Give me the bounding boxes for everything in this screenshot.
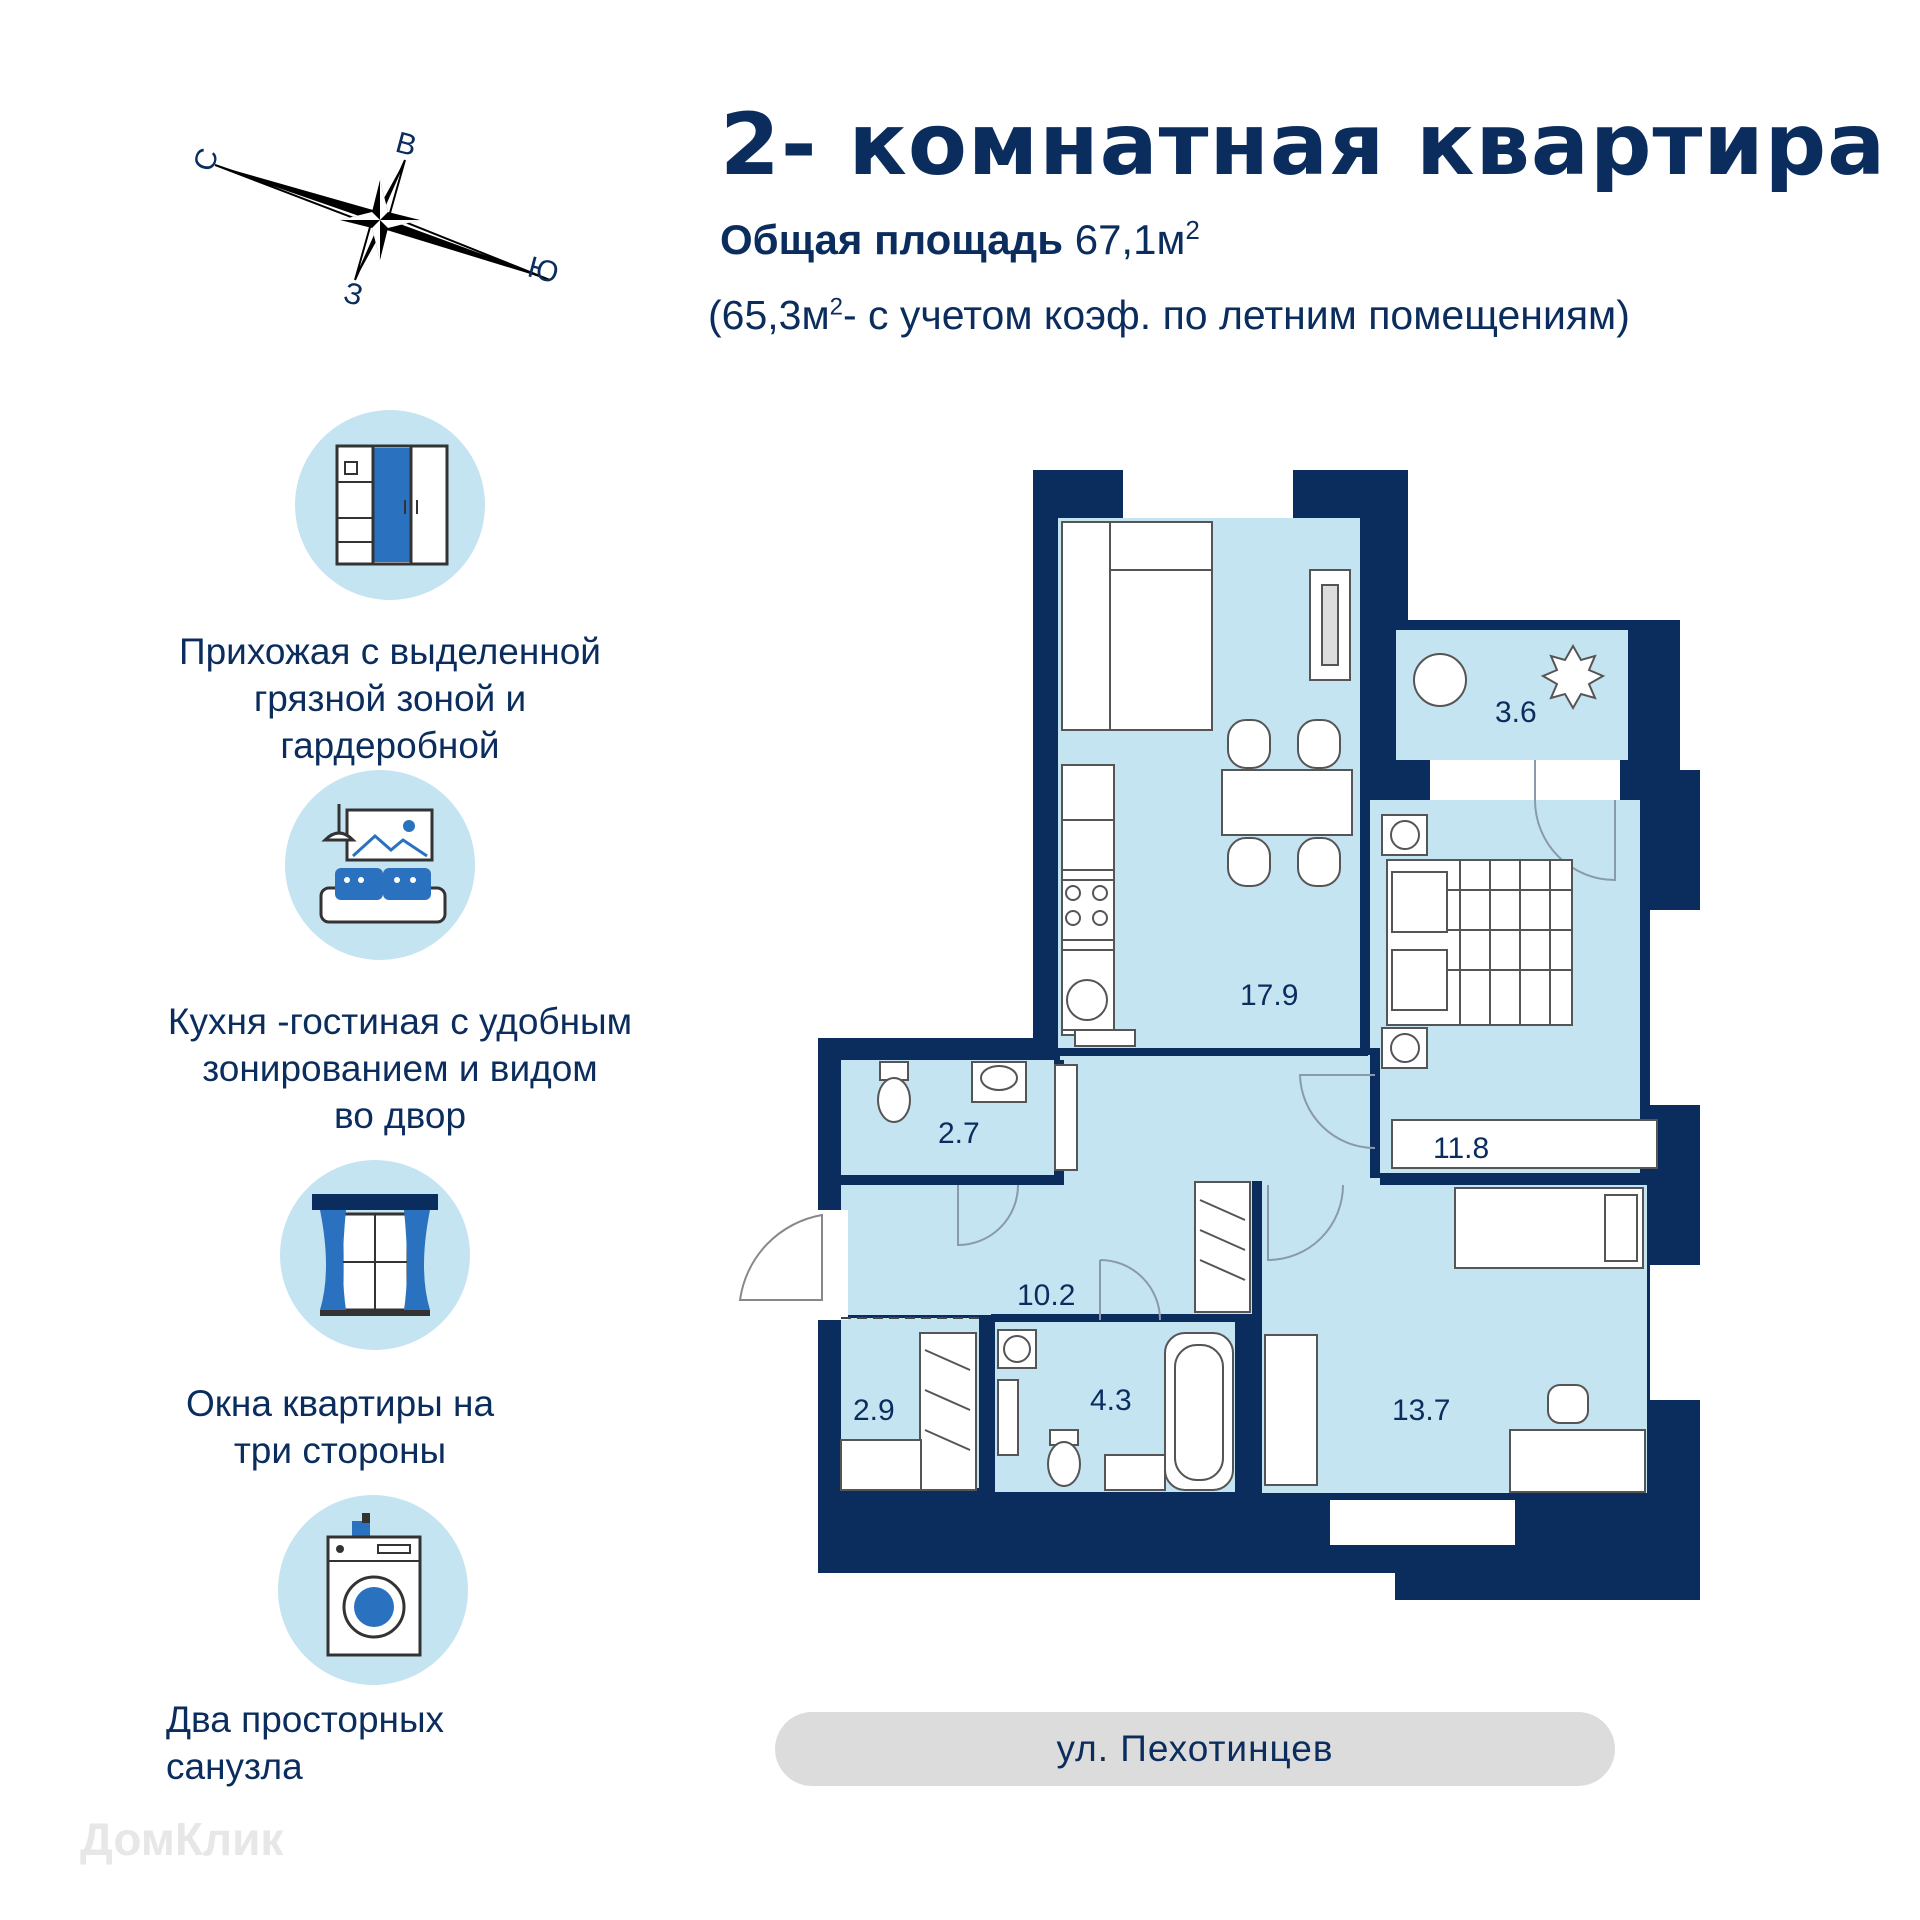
window-icon-circle (280, 1160, 470, 1350)
total-area-label: Общая площадь (720, 216, 1064, 263)
living-room-icon (319, 804, 447, 924)
area-note: (65,3м2- с учетом коэф. по летним помеще… (708, 292, 1630, 339)
feature-text-1: Прихожая с выделенной грязной зоной и га… (179, 631, 601, 766)
window-icon (312, 1194, 438, 1316)
street-label: ул. Пехотинцев (775, 1712, 1615, 1786)
room-label-hallway: 10.2 (1017, 1279, 1075, 1312)
room-label-bathroom-small: 2.7 (938, 1117, 980, 1150)
compass-rose-icon (214, 159, 551, 281)
feature-text-2: Кухня -гостиная с удобным зонированием и… (167, 1001, 633, 1136)
total-area-sup: 2 (1185, 215, 1200, 245)
total-area-value: 67,1м (1074, 216, 1186, 263)
total-area: Общая площадь 67,1м2 (720, 215, 1200, 264)
washing-machine-icon (326, 1513, 422, 1657)
watermark: ДомКлик (80, 1813, 284, 1865)
feature-text-4: Два просторных санузла (166, 1699, 445, 1787)
room-label-bedroom-2: 13.7 (1392, 1394, 1450, 1427)
page-title: 2- комнатная квартира (720, 95, 1887, 195)
room-label-balcony: 3.6 (1495, 696, 1537, 729)
feature-text-3: Окна квартиры на три стороны (185, 1383, 495, 1471)
wardrobe-icon-circle (295, 410, 485, 600)
room-label-kitchen-living: 17.9 (1240, 979, 1298, 1012)
living-room-icon-circle (285, 770, 475, 960)
room-label-bedroom-1: 11.8 (1433, 1132, 1489, 1165)
room-label-bathroom-large: 4.3 (1090, 1384, 1132, 1417)
area-note-open: (65,3м (708, 292, 830, 338)
area-note-sup: 2 (829, 293, 843, 321)
room-label-storage: 2.9 (853, 1394, 895, 1427)
washing-machine-icon-circle (278, 1495, 468, 1685)
wardrobe-icon (335, 444, 449, 566)
area-note-rest: - с учетом коэф. по летним помещениям) (843, 292, 1630, 338)
